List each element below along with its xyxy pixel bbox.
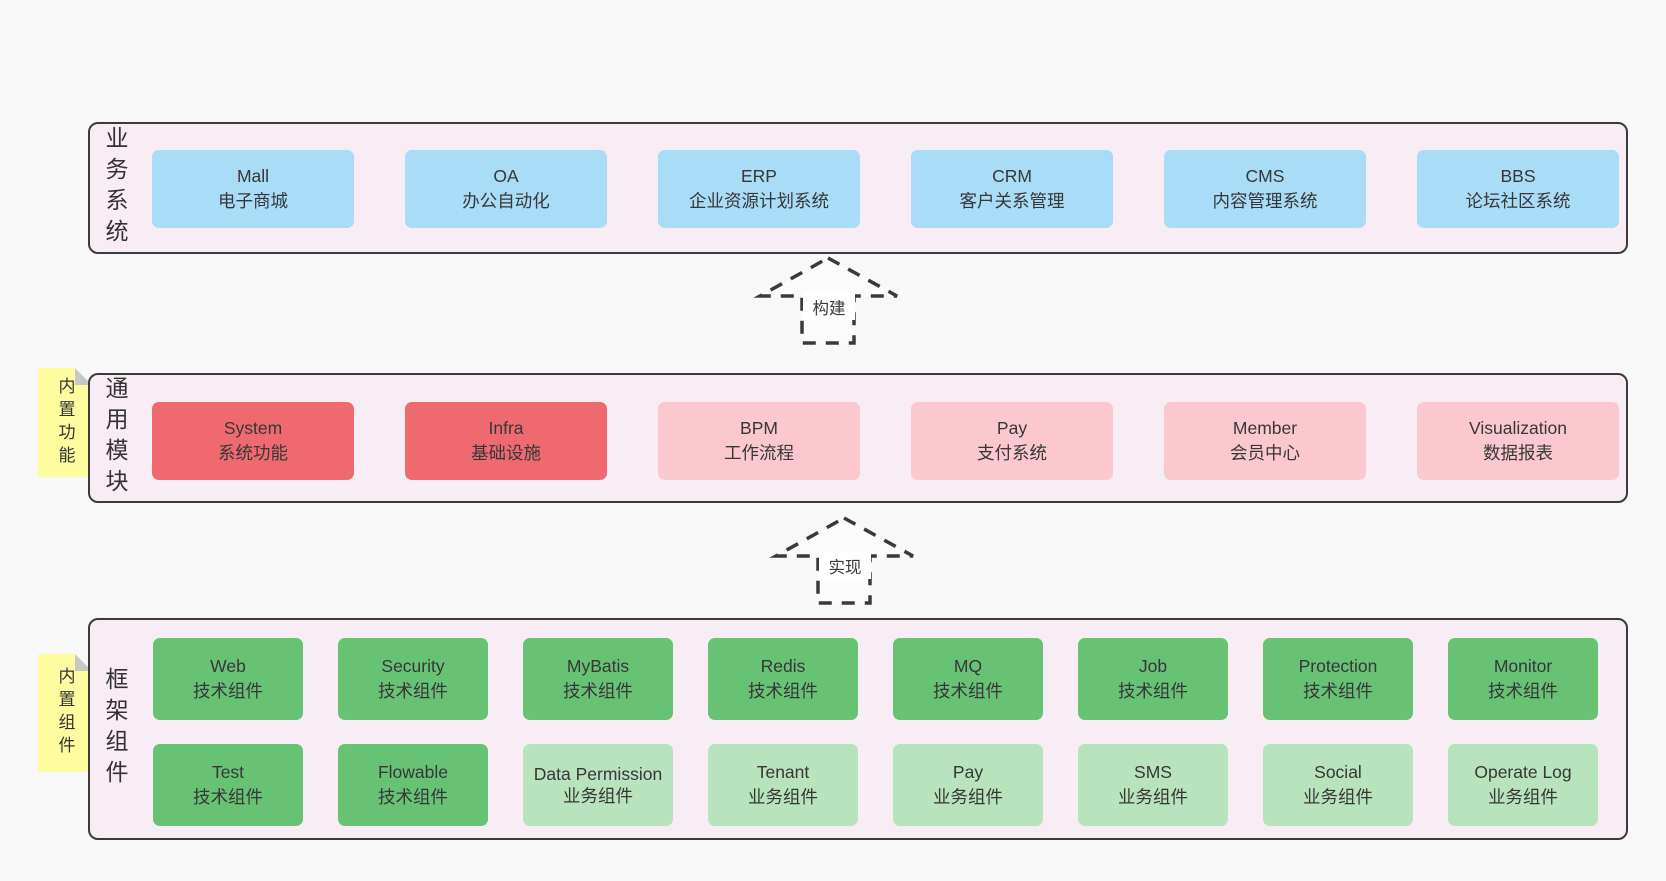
box-title: CRM [992,166,1032,186]
box-member: Member 会员中心 [1164,402,1366,480]
sticky-note-label: 内置组件 [55,667,75,759]
box-title: ERP [741,166,777,186]
box-bbs: BBS 论坛社区系统 [1417,150,1619,228]
box-subtitle: 技术组件 [1303,681,1373,701]
box-job: Job 技术组件 [1078,638,1228,720]
sticky-note-builtin-features: 内置功能 [38,368,92,477]
box-subtitle: 内容管理系统 [1212,191,1318,211]
arrow-implement-label: 实现 [819,552,871,579]
box-title: BBS [1500,166,1536,186]
box-title: Social [1314,762,1362,782]
box-title: Monitor [1493,656,1553,676]
box-subtitle: 技术组件 [1488,681,1558,701]
box-title: Security [381,656,445,676]
box-title: Test [211,762,245,782]
box-subtitle: 技术组件 [748,681,818,701]
section-framework-components: 框架组件 Web 技术组件 Security 技术组件 MyBatis 技术组件… [88,618,1628,840]
box-title: Flowable [377,762,449,782]
box-mall: Mall 电子商城 [152,150,354,228]
box-flowable: Flowable 技术组件 [338,744,488,826]
box-security: Security 技术组件 [338,638,488,720]
box-title: Member [1232,418,1298,438]
box-title: OA [493,166,519,186]
box-title: Pay [996,418,1028,438]
section-label: 框架组件 [102,667,128,791]
box-redis: Redis 技术组件 [708,638,858,720]
arrow-build-label: 构建 [803,293,855,320]
box-oa: OA 办公自动化 [405,150,607,228]
box-protection: Protection 技术组件 [1263,638,1413,720]
section-business-systems: 业务系统 Mall 电子商城 OA 办公自动化 ERP 企业资源计划系统 CRM… [88,122,1628,254]
box-title: MQ [953,656,983,676]
box-cms: CMS 内容管理系统 [1164,150,1366,228]
box-title: Redis [760,656,806,676]
box-erp: ERP 企业资源计划系统 [658,150,860,228]
box-subtitle: 技术组件 [563,681,633,701]
box-title: BPM [740,418,778,438]
box-title: Visualization [1469,418,1567,438]
box-subtitle: 会员中心 [1230,443,1300,463]
sticky-note-label: 内置功能 [55,376,75,469]
box-subtitle: 业务组件 [1118,787,1188,807]
box-title: Pay [952,762,984,782]
box-title: System [223,418,283,438]
box-subtitle: 工作流程 [724,443,794,463]
box-mq: MQ 技术组件 [893,638,1043,720]
box-operate-log: Operate Log 业务组件 [1448,744,1598,826]
box-subtitle: 办公自动化 [462,191,550,211]
section-label: 业务系统 [102,126,128,250]
box-title: SMS [1134,762,1172,782]
box-title: MyBatis [566,656,630,676]
box-pay-system: Pay 支付系统 [911,402,1113,480]
box-subtitle: 业务组件 [933,787,1003,807]
box-system: System 系统功能 [152,402,354,480]
box-subtitle: 技术组件 [378,787,448,807]
box-subtitle: 客户关系管理 [959,191,1065,211]
box-title: Data Permission [533,764,663,784]
box-sms: SMS 业务组件 [1078,744,1228,826]
box-title: Tenant [756,762,810,782]
box-subtitle: 电子商城 [218,191,288,211]
section-common-modules: 通用模块 System 系统功能 Infra 基础设施 BPM 工作流程 Pay… [88,373,1628,503]
box-title: Job [1138,656,1168,676]
box-title: Web [210,656,246,676]
box-subtitle: 业务组件 [1303,787,1373,807]
box-subtitle: 企业资源计划系统 [689,191,829,211]
section-label: 通用模块 [102,376,128,500]
box-subtitle: 系统功能 [218,443,288,463]
box-tenant: Tenant 业务组件 [708,744,858,826]
box-subtitle: 支付系统 [977,443,1047,463]
box-title: Mall [236,166,270,186]
sticky-note-builtin-components: 内置组件 [38,654,92,772]
box-infra: Infra 基础设施 [405,402,607,480]
box-title: Infra [488,418,524,438]
box-subtitle: 技术组件 [933,681,1003,701]
box-pay-biz: Pay 业务组件 [893,744,1043,826]
box-mybatis: MyBatis 技术组件 [523,638,673,720]
box-subtitle: 论坛社区系统 [1465,191,1571,211]
box-visualization: Visualization 数据报表 [1417,402,1619,480]
box-title: Operate Log [1474,762,1572,782]
box-monitor: Monitor 技术组件 [1448,638,1598,720]
box-test: Test 技术组件 [153,744,303,826]
box-social: Social 业务组件 [1263,744,1413,826]
box-bpm: BPM 工作流程 [658,402,860,480]
box-subtitle: 基础设施 [471,443,541,463]
box-subtitle: 技术组件 [193,787,263,807]
box-title: Protection [1298,656,1378,676]
box-subtitle: 业务组件 [1488,787,1558,807]
box-web: Web 技术组件 [153,638,303,720]
box-title: CMS [1245,166,1285,186]
box-subtitle: 技术组件 [378,681,448,701]
box-subtitle: 业务组件 [748,787,818,807]
box-subtitle: 业务组件 [563,786,633,806]
box-crm: CRM 客户关系管理 [911,150,1113,228]
box-subtitle: 数据报表 [1483,443,1553,463]
box-data-permission: Data Permission 业务组件 [523,744,673,826]
box-subtitle: 技术组件 [193,681,263,701]
box-subtitle: 技术组件 [1118,681,1188,701]
